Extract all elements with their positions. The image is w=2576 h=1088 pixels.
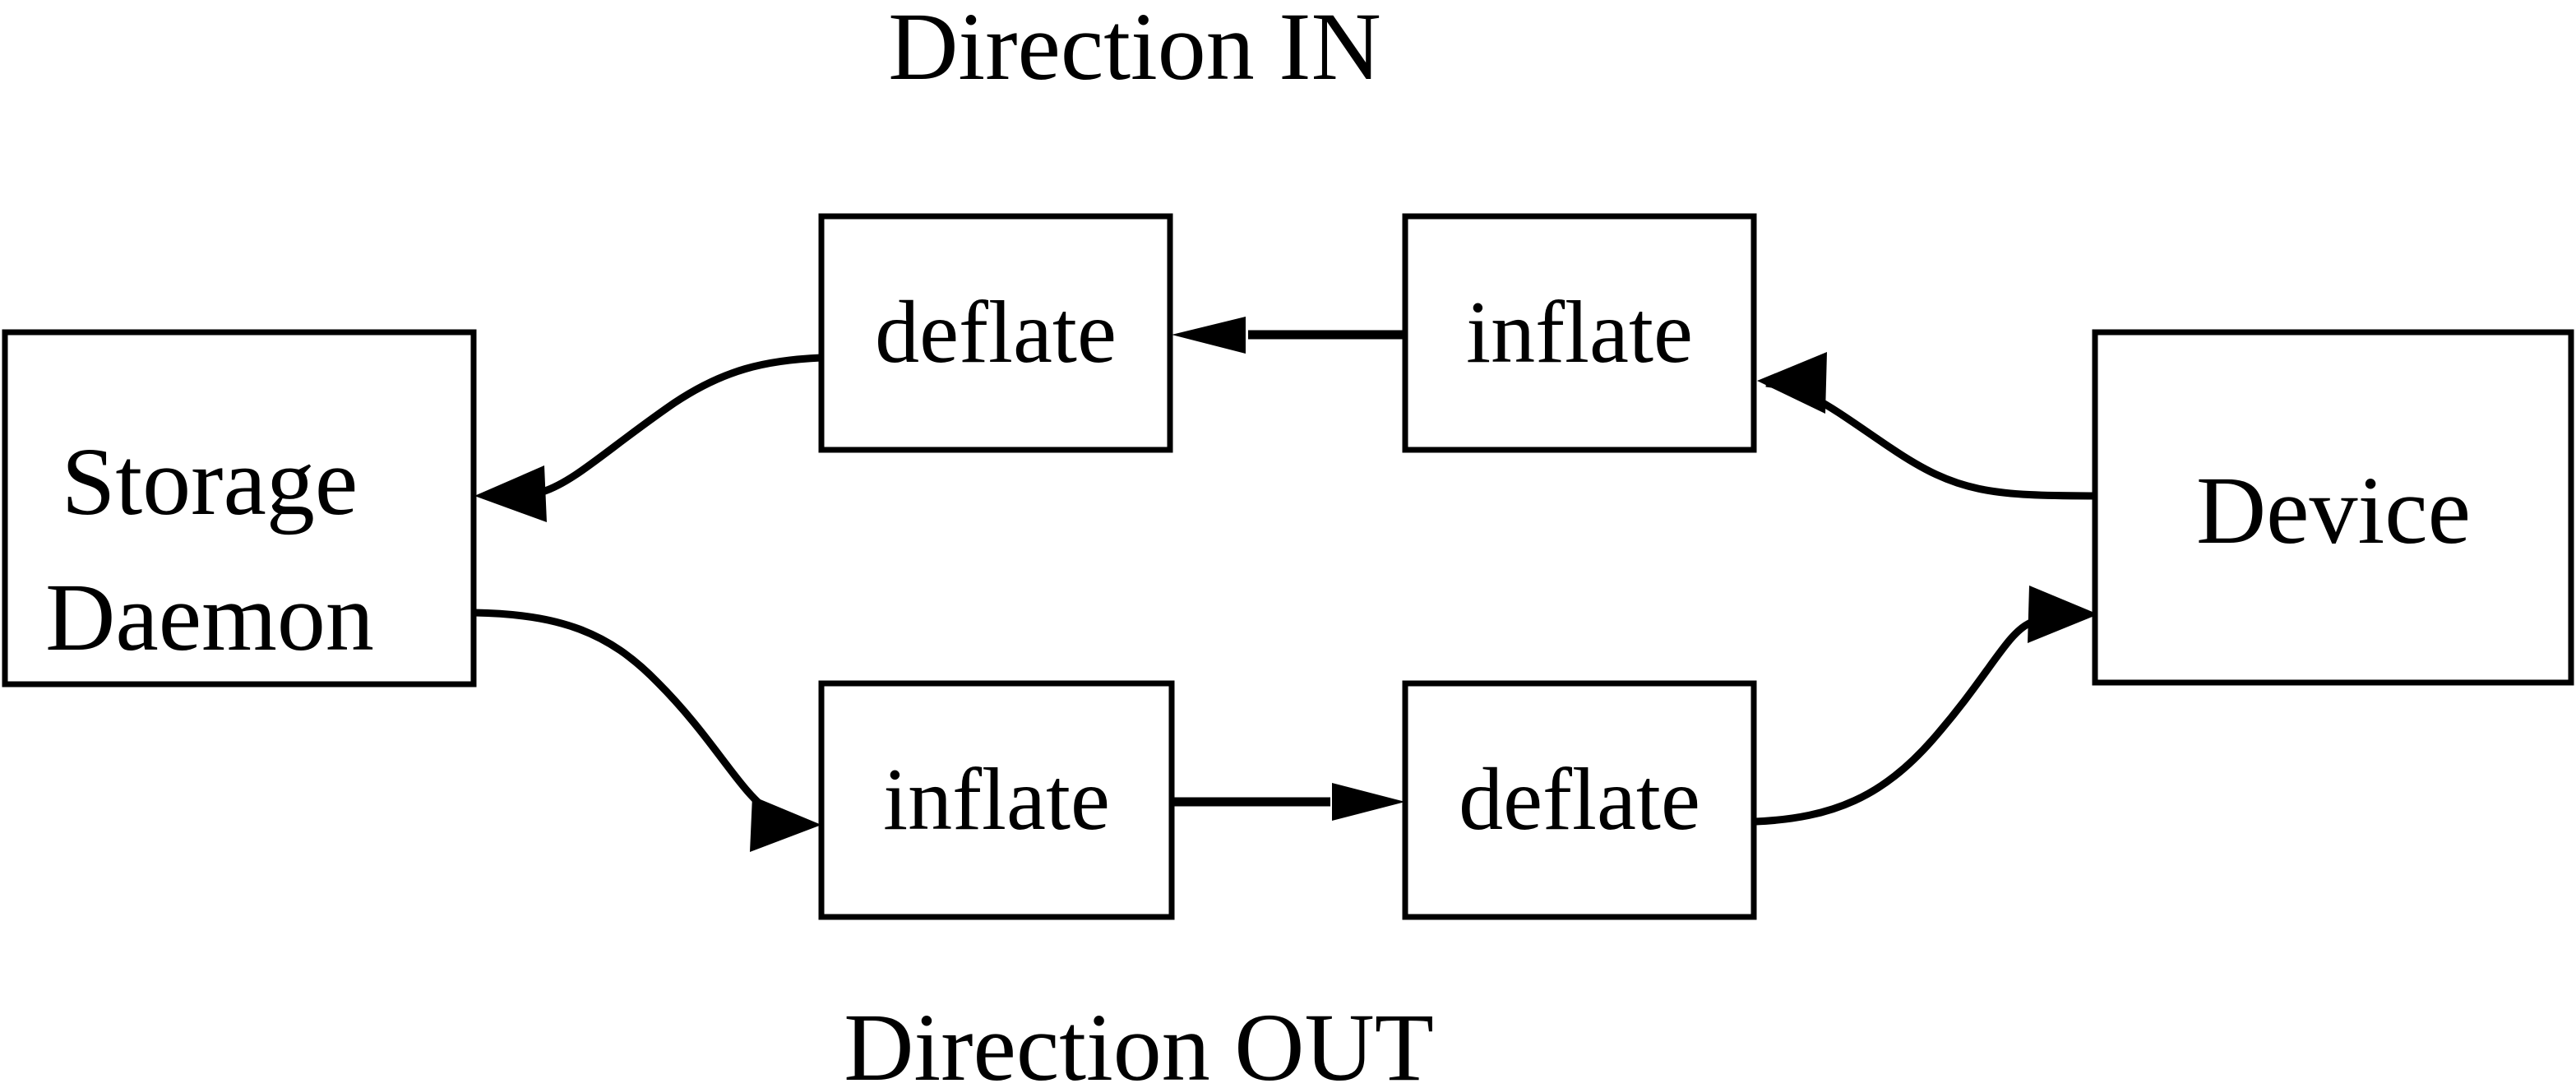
arrowhead-inflate-out bbox=[750, 796, 821, 852]
node-inflate-in[interactable]: inflate bbox=[1402, 213, 1757, 453]
node-storage-daemon-label-line1: Storage bbox=[62, 428, 358, 535]
edge-deflate-in-to-storage bbox=[474, 354, 822, 522]
node-deflate-in-label: deflate bbox=[875, 284, 1117, 382]
node-storage-daemon[interactable]: Storage Daemon bbox=[2, 329, 477, 688]
node-deflate-out-label: deflate bbox=[1459, 751, 1700, 849]
node-storage-daemon-box[interactable] bbox=[2, 329, 477, 688]
node-deflate-out[interactable]: deflate bbox=[1402, 680, 1757, 920]
node-device-label: Device bbox=[2196, 456, 2471, 564]
node-deflate-out-box[interactable] bbox=[1402, 680, 1757, 920]
edge-deflate-out-to-device-line bbox=[1755, 618, 2033, 826]
caption-direction-in: Direction IN bbox=[888, 0, 1381, 100]
node-deflate-in[interactable]: deflate bbox=[818, 213, 1173, 453]
node-inflate-out-label: inflate bbox=[883, 751, 1110, 849]
edge-inflate-in-to-deflate-in bbox=[1172, 317, 1405, 354]
arrowhead-device bbox=[2028, 586, 2098, 643]
edge-inflate-out-to-deflate-out bbox=[1172, 783, 1405, 821]
arrowhead-deflate-out bbox=[1332, 783, 1405, 821]
node-deflate-in-box[interactable] bbox=[818, 213, 1173, 453]
node-device[interactable]: Device bbox=[2092, 329, 2574, 686]
edge-deflate-out-to-device bbox=[1755, 586, 2098, 826]
node-inflate-in-label: inflate bbox=[1466, 284, 1693, 382]
arrowhead-deflate-in bbox=[1172, 317, 1246, 354]
edge-storage-to-inflate-out-line bbox=[474, 609, 775, 817]
arrowhead-inflate-in bbox=[1757, 352, 1827, 414]
node-storage-daemon-label-line2: Daemon bbox=[45, 563, 374, 671]
arrowhead-storage-daemon bbox=[474, 465, 547, 522]
node-inflate-out-box[interactable] bbox=[818, 680, 1175, 920]
caption-direction-out: Direction OUT bbox=[844, 993, 1434, 1088]
node-device-box[interactable] bbox=[2092, 329, 2574, 686]
node-inflate-out[interactable]: inflate bbox=[818, 680, 1175, 920]
edge-device-to-inflate-in bbox=[1757, 352, 2099, 500]
edge-storage-to-inflate-out bbox=[474, 609, 821, 852]
edge-deflate-in-to-storage-line bbox=[541, 354, 822, 496]
node-inflate-in-box[interactable] bbox=[1402, 213, 1757, 453]
